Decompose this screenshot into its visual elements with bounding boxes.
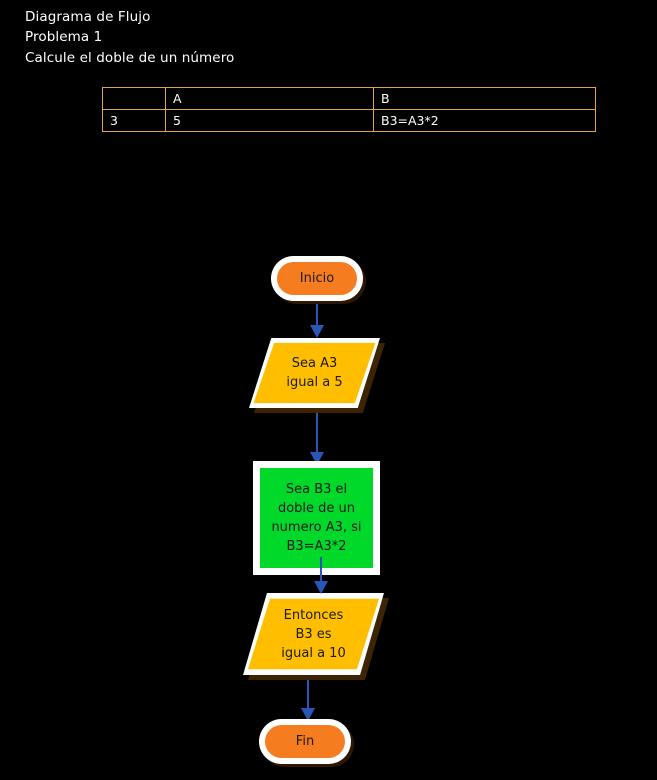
- process-b3-fill: [260, 468, 373, 568]
- title-problema: Problema 1: [25, 29, 103, 46]
- variables-table: A B 3 5 B3=A3*2: [102, 87, 596, 132]
- flow-node-process-b3[interactable]: Sea B3 el doble de un numero A3, si B3=A…: [253, 461, 380, 575]
- title-descripcion: Calcule el doble de un número: [25, 49, 235, 66]
- input-a3-fill: [253, 342, 376, 404]
- flow-node-inicio[interactable]: Inicio: [271, 256, 363, 301]
- fin-label: Fin: [295, 734, 315, 749]
- input-a3-label: Sea A3 igual a 5: [286, 356, 343, 390]
- table-header-row: A B: [102, 87, 596, 110]
- connector-line: [316, 413, 318, 455]
- output-b3-label: Entonces B3 es igual a 10: [281, 607, 346, 661]
- fin-fill: [265, 725, 345, 758]
- connector-output-to-fin: [294, 673, 322, 721]
- table-cell-a: 5: [165, 109, 374, 132]
- connector-input-to-process: [303, 413, 331, 465]
- output-b3-fill: [247, 598, 380, 670]
- table-header-b: B: [373, 87, 596, 110]
- flow-node-input-a3[interactable]: Sea A3 igual a 5: [249, 338, 385, 413]
- table-header-blank: [102, 87, 166, 110]
- connector-inicio-to-input: [303, 304, 331, 338]
- process-b3-label: Sea B3 el doble de un numero A3, si B3=A…: [271, 482, 362, 554]
- connector-line: [316, 304, 318, 328]
- inicio-label: Inicio: [299, 271, 335, 286]
- table-cell-index: 3: [102, 109, 166, 132]
- heading-block: Diagrama de Flujo Problema 1 Calcule el …: [25, 7, 445, 68]
- table-cell-b: B3=A3*2: [373, 109, 596, 132]
- table-header-a: A: [165, 87, 374, 110]
- table-row: 3 5 B3=A3*2: [102, 109, 596, 132]
- flow-node-fin[interactable]: Fin: [259, 719, 351, 764]
- flow-node-output-b3[interactable]: Entonces B3 es igual a 10: [243, 593, 389, 680]
- arrow-head-icon: [310, 325, 324, 338]
- title-diagrama: Diagrama de Flujo: [25, 9, 151, 25]
- inicio-fill: [277, 262, 357, 295]
